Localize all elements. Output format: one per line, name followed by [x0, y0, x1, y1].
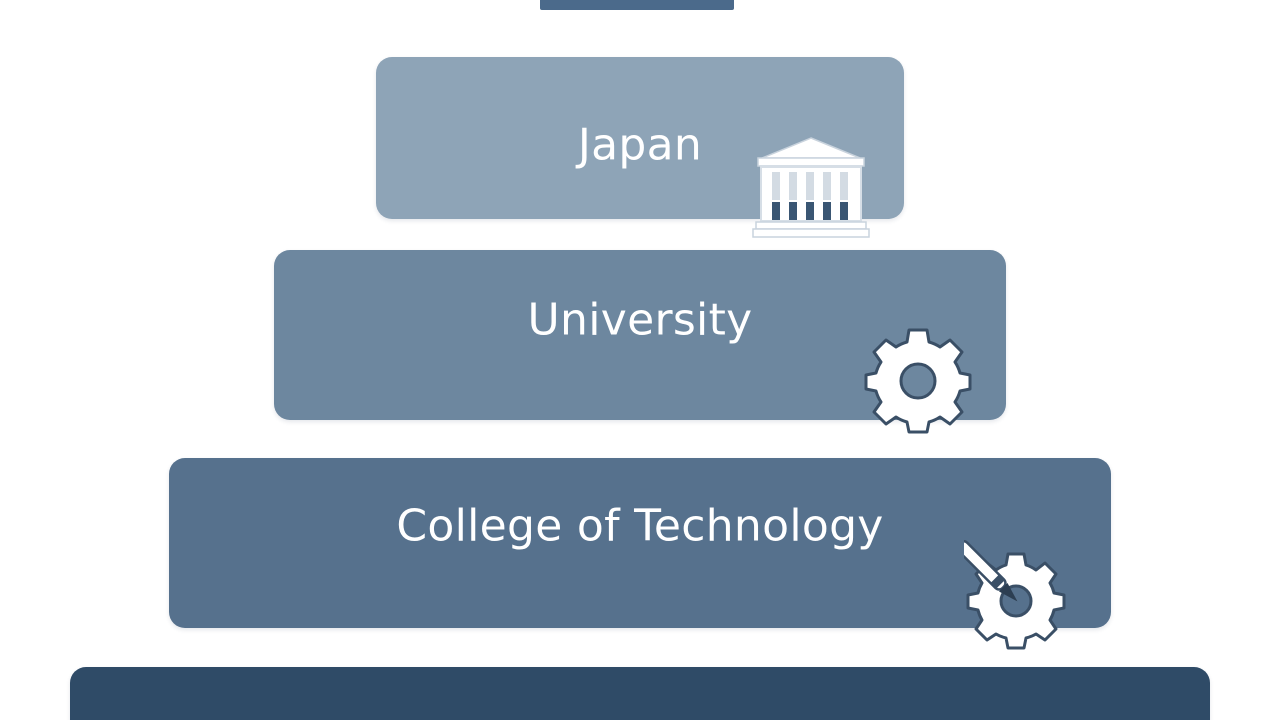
gear-pen-icon — [964, 540, 1066, 650]
gear-icon — [864, 328, 972, 434]
tier-japan: Japan — [376, 57, 904, 219]
tier-label: University — [527, 294, 753, 346]
building-icon — [752, 137, 870, 238]
tier-base — [70, 667, 1210, 720]
pyramid-top-cap — [540, 0, 734, 10]
tier-college-of-technology: College of Technology — [169, 458, 1111, 628]
tier-label: Japan — [577, 119, 703, 171]
tier-label: College of Technology — [396, 500, 884, 552]
